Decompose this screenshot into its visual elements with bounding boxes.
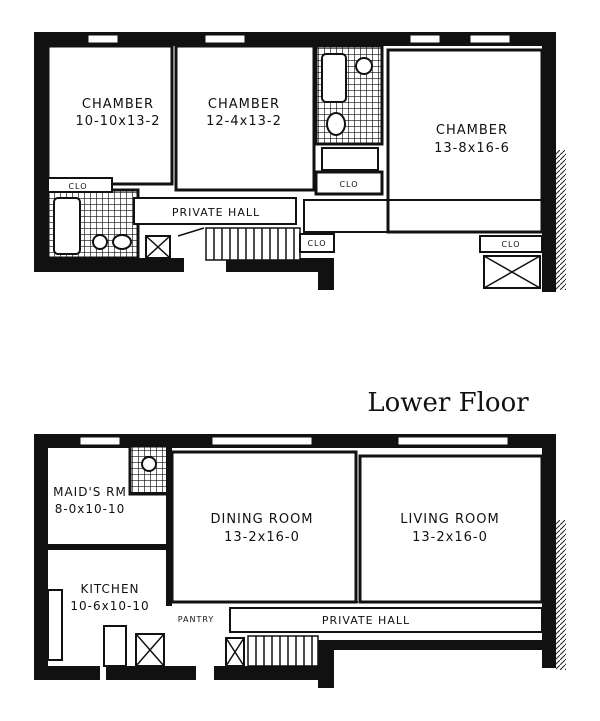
chamber-2-name: CHAMBER [208, 97, 280, 112]
living-room-name: LIVING ROOM [400, 512, 499, 527]
kitchen-name: KITCHEN [81, 582, 140, 596]
chamber-3-size: 13-8x16-6 [434, 141, 510, 156]
chamber-1-name: CHAMBER [82, 97, 154, 112]
lower-private-hall-label: PRIVATE HALL [322, 614, 410, 627]
floor-title: Lower Floor [367, 388, 529, 418]
upper-closet-label-2: CLO [339, 180, 358, 189]
pantry-label: PANTRY [178, 615, 215, 624]
dining-room-name: DINING ROOM [210, 512, 313, 527]
maids-room-size: 8-0x10-10 [55, 502, 126, 516]
upper-closet-label-3: CLO [307, 239, 326, 248]
chamber-1-size: 10-10x13-2 [76, 114, 161, 129]
chamber-2-size: 12-4x13-2 [206, 114, 282, 129]
living-room-size: 13-2x16-0 [412, 530, 488, 545]
lower-floor-plan [34, 434, 566, 688]
upper-private-hall-label: PRIVATE HALL [172, 206, 260, 219]
chamber-3-name: CHAMBER [436, 123, 508, 138]
upper-closet-label-4: CLO [501, 240, 520, 249]
maids-room-name: MAID'S RM [53, 485, 127, 499]
kitchen-size: 10-6x10-10 [70, 599, 149, 613]
upper-closet-label-1: CLO [68, 182, 87, 191]
dining-room-size: 13-2x16-0 [224, 530, 300, 545]
upper-floor-plan [34, 32, 566, 292]
